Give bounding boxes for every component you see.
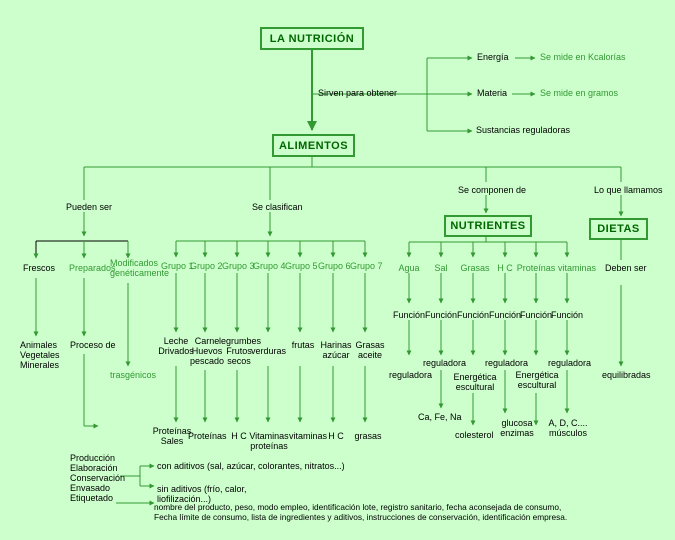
label-colesterol: colesterol: [455, 430, 494, 440]
funcion-hc: Función: [488, 310, 522, 320]
grupo-1-food: Leche Drivados: [158, 336, 194, 356]
funcion-sal: Función: [424, 310, 458, 320]
label-agua-reguladora: reguladora: [389, 370, 433, 380]
nutriente-proteinas: Proteínas: [516, 263, 556, 273]
label-frescos: Frescos: [23, 263, 56, 273]
grupo-3: Grupo 3: [222, 261, 255, 271]
label-materia: Materia: [477, 88, 508, 98]
box-dietas: DIETAS: [589, 218, 648, 240]
label-hc-reguladora: reguladora: [485, 358, 529, 368]
grupo-6: Grupo 6: [318, 261, 351, 271]
label-sustancias-reguladoras: Sustancias reguladoras: [476, 125, 571, 135]
label-se-componen: Se componen de: [458, 185, 527, 195]
label-ca-fe-na: Ca, Fe, Na: [418, 412, 462, 422]
grupo-5-nutrient: vitaminas: [289, 431, 328, 441]
label-kcal: Se mide en Kcalorías: [540, 52, 626, 62]
grupo-2-food: Carne Huevos pescado: [190, 336, 225, 366]
label-grasas-energetica: Energética escultural: [453, 372, 497, 392]
label-gramos: Se mide en gramos: [540, 88, 619, 98]
label-sal-reguladora: reguladora: [423, 358, 467, 368]
label-lo-que-llamamos: Lo que llamamos: [594, 185, 663, 195]
grupo-4-nutrient: Vitaminas proteínas: [249, 431, 289, 451]
label-sin-aditivos: sin aditivos (frío, calor, liofilización…: [157, 484, 247, 504]
title-box-la-nutricion: LA NUTRICIÓN: [260, 27, 364, 50]
grupo-7: Grupo 7: [350, 261, 383, 271]
label-proceso-list: Producción Elaboración Conservación Enva…: [70, 453, 126, 503]
label-glucosa-enzimas: glucosa enzimas: [500, 418, 534, 438]
grupo-6-food: Harinas azúcar: [320, 340, 352, 360]
nutriente-agua: Agua: [398, 263, 420, 273]
nutriente-hc: H C: [497, 263, 513, 273]
nutriente-sal: Sal: [434, 263, 448, 273]
label-etiqueta: nombre del producto, peso, modo empleo, …: [154, 502, 568, 522]
grupo-3-nutrient: H C: [231, 431, 247, 441]
label-energia: Energía: [477, 52, 509, 62]
label-frescos-list: Animales Vegetales Minerales: [20, 340, 60, 370]
grupo-4-food: verduras: [251, 346, 287, 356]
label-vitaminas-reguladora: reguladora: [548, 358, 592, 368]
grupo-3-food: legrumbes Frutos secos: [219, 336, 262, 366]
grupo-5: Grupo 5: [285, 261, 318, 271]
nutriente-vitaminas: vitaminas: [557, 263, 596, 273]
grupo-4: Grupo 4: [253, 261, 286, 271]
label-proceso-de: Proceso de: [70, 340, 116, 350]
grupo-1: Grupo 1: [161, 261, 194, 271]
funcion-vitaminas: Función: [550, 310, 584, 320]
label-se-clasifican: Se clasifican: [252, 202, 303, 212]
label-sirven-para-obtener: Sirven para obtener: [318, 88, 398, 98]
grupo-1-nutrient: Proteínas Sales: [152, 426, 192, 446]
nutriente-grasas: Grasas: [460, 263, 490, 273]
label-modificados-geneticamente: Modificados genéticamente: [110, 258, 170, 278]
box-nutrientes: NUTRIENTES: [444, 215, 532, 237]
label-con-aditivos: con aditivos (sal, azúcar, colorantes, n…: [157, 461, 345, 471]
label-proteinas-energetica: Energética escultural: [515, 370, 559, 390]
grupo-2: Grupo 2: [190, 261, 223, 271]
label-deben-ser: Deben ser: [605, 263, 647, 273]
grupo-6-nutrient: H C: [328, 431, 344, 441]
funcion-proteinas: Función: [519, 310, 553, 320]
label-trasgenicos: trasgénicos: [110, 370, 157, 380]
label-preparados: Preparados: [69, 263, 116, 273]
grupo-2-nutrient: Proteínas: [188, 431, 227, 441]
grupo-7-nutrient: grasas: [354, 431, 382, 441]
label-pueden-ser: Pueden ser: [66, 202, 113, 212]
funcion-grasas: Función: [456, 310, 490, 320]
label-adc-musculos: A, D, C.... músculos: [548, 418, 588, 438]
label-equilibradas: equilibradas: [602, 370, 651, 380]
box-alimentos: ALIMENTOS: [272, 134, 355, 157]
grupo-7-food: Grasas aceite: [355, 340, 385, 360]
grupo-5-food: frutas: [291, 340, 315, 350]
funcion-agua: Función: [392, 310, 426, 320]
